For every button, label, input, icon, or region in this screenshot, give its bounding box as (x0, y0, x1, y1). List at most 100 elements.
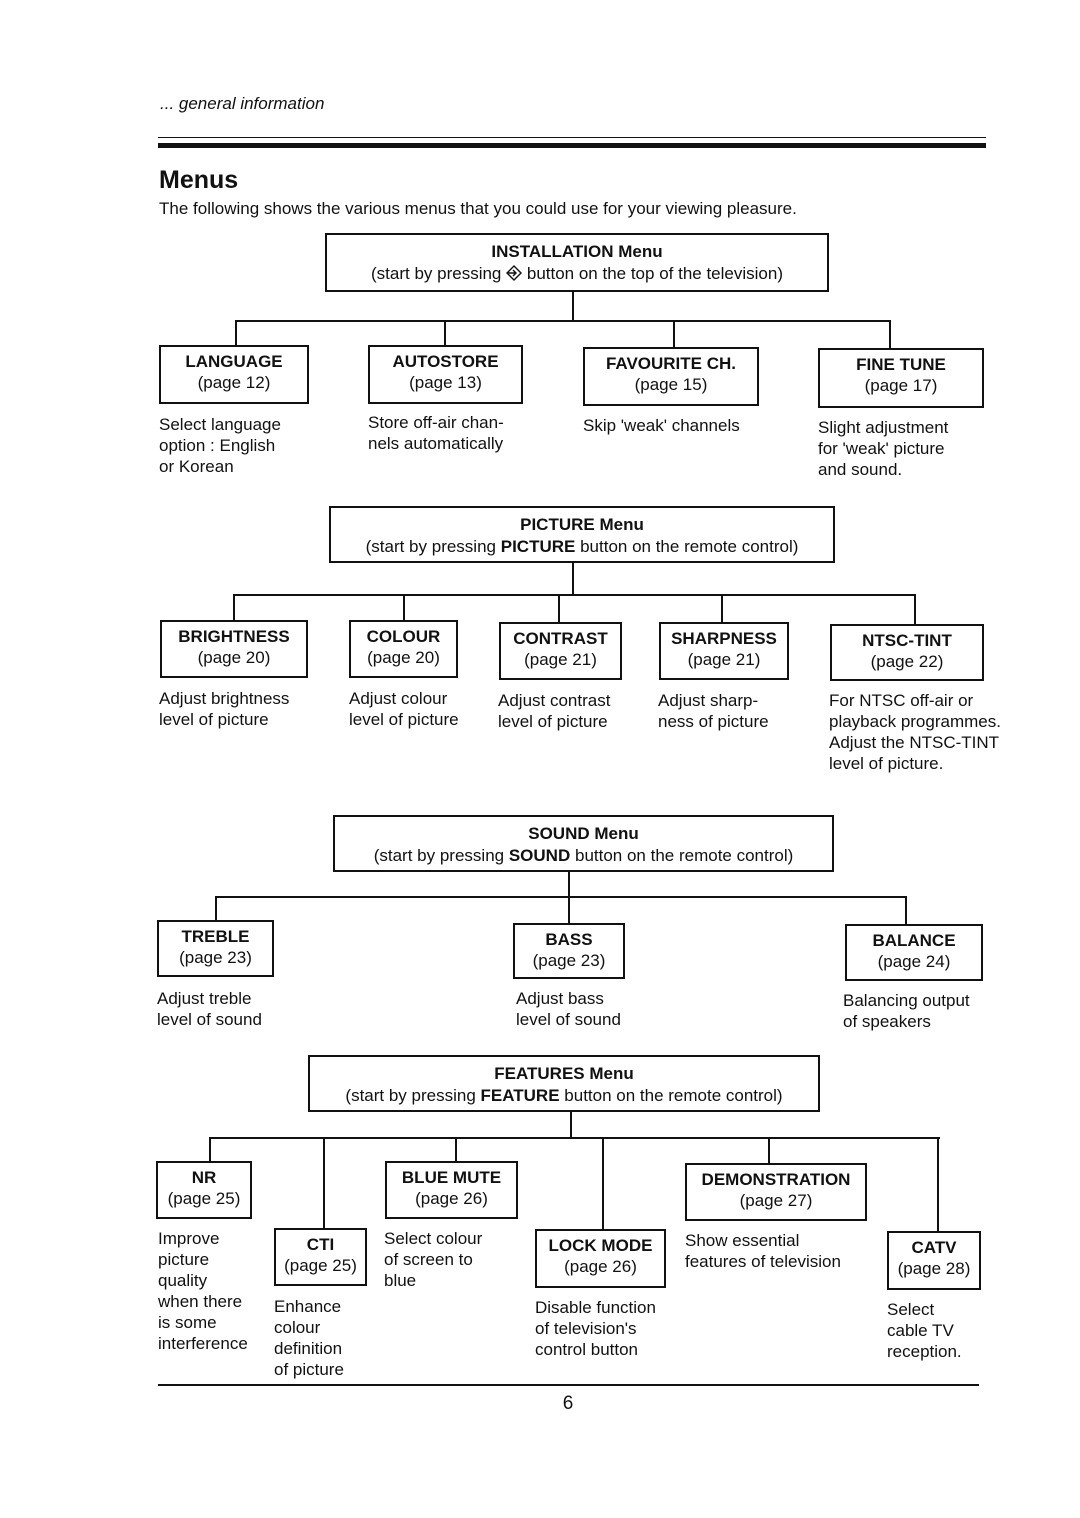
installation-menu-box: INSTALLATION Menu (start by pressing but… (325, 233, 829, 292)
item-desc-balance: Balancing output of speakers (843, 990, 970, 1032)
installation-menu-pre: (start by pressing (371, 264, 502, 283)
item-page: (page 15) (634, 375, 708, 394)
picture-menu-box: PICTURE Menu (start by pressing PICTURE … (329, 506, 835, 563)
sound-menu-box: SOUND Menu (start by pressing SOUND butt… (333, 815, 834, 872)
item-page: (page 22) (870, 652, 944, 671)
desc-line: picture (158, 1250, 210, 1269)
menu-item-catv: CATV (page 28) (887, 1231, 981, 1290)
desc-line: level of picture (159, 710, 269, 729)
running-header: ... general information (160, 94, 325, 113)
desc-line: Adjust bass (516, 989, 604, 1008)
intro-text: The following shows the various menus th… (159, 199, 797, 218)
menu-item-treble: TREBLE (page 23) (157, 920, 274, 977)
features-menu-button: FEATURE (480, 1086, 560, 1105)
connector (568, 871, 570, 925)
menu-item-brightness: BRIGHTNESS (page 20) (160, 620, 308, 678)
desc-line: Adjust treble (157, 989, 252, 1008)
item-desc-fine-tune: Slight adjustment for 'weak' picture and… (818, 417, 948, 480)
desc-line: option : English (159, 436, 276, 455)
connector (937, 1137, 939, 1233)
desc-line: reception. (887, 1342, 962, 1361)
connector (323, 1137, 325, 1229)
item-desc-ntsc-tint: For NTSC off-air or playback programmes.… (829, 690, 1001, 774)
item-name: NTSC-TINT (862, 631, 952, 650)
connector (572, 562, 574, 595)
item-name: SHARPNESS (671, 629, 777, 648)
desc-line: definition (274, 1339, 343, 1358)
desc-line: Adjust the NTSC-TINT (829, 733, 1000, 752)
desc-line: of television's (535, 1319, 637, 1338)
menu-item-autostore: AUTOSTORE (page 13) (368, 345, 523, 404)
desc-line: for 'weak' picture (818, 439, 945, 458)
desc-line: level of sound (157, 1010, 262, 1029)
item-name: BASS (545, 930, 593, 949)
item-page: (page 17) (864, 376, 938, 395)
menu-item-language: LANGUAGE (page 12) (159, 345, 309, 404)
item-name: TREBLE (181, 927, 250, 946)
desc-line: Store off-air chan- (368, 413, 504, 432)
item-page: (page 20) (197, 648, 271, 667)
desc-line: quality (158, 1271, 208, 1290)
item-page: (page 20) (367, 648, 440, 667)
item-name: LOCK MODE (548, 1236, 653, 1255)
connector (570, 1111, 572, 1139)
item-name: LANGUAGE (185, 352, 283, 371)
footer-rule (158, 1384, 979, 1386)
connector (905, 896, 907, 925)
section-title: Menus (159, 166, 239, 194)
desc-line: Show essential (685, 1231, 800, 1250)
item-desc-sharpness: Adjust sharp- ness of picture (658, 690, 769, 732)
header-rule-thin (158, 137, 986, 138)
item-desc-contrast: Adjust contrast level of picture (498, 690, 610, 732)
connector (768, 1137, 770, 1165)
desc-line: Balancing output (843, 991, 970, 1010)
item-page: (page 26) (415, 1189, 488, 1208)
item-page: (page 13) (409, 373, 482, 392)
desc-line: nels automatically (368, 434, 504, 453)
desc-line: interference (158, 1334, 248, 1353)
features-menu-post: button on the remote control) (564, 1086, 783, 1105)
connector (235, 320, 237, 346)
desc-line: Improve (158, 1229, 220, 1248)
desc-line: playback programmes. (829, 712, 1001, 731)
desc-line: Slight adjustment (818, 418, 949, 437)
menu-item-balance: BALANCE (page 24) (845, 924, 983, 981)
item-desc-cti: Enhance colour definition of picture (274, 1296, 344, 1380)
item-page: (page 25) (167, 1189, 241, 1208)
picture-menu-title: PICTURE Menu (520, 515, 644, 534)
desc-line: Disable function (535, 1298, 656, 1317)
item-desc-language: Select language option : English or Kore… (159, 414, 281, 477)
item-name: NR (191, 1168, 217, 1187)
item-name: BALANCE (872, 931, 956, 950)
item-name: CTI (306, 1235, 335, 1254)
menu-item-nr: NR (page 25) (156, 1161, 252, 1219)
menu-item-blue-mute: BLUE MUTE (page 26) (385, 1161, 518, 1219)
desc-line: features of television (685, 1252, 841, 1271)
item-name: AUTOSTORE (392, 352, 499, 371)
page-number: 6 (562, 1393, 574, 1414)
desc-line: colour (274, 1318, 321, 1337)
desc-line: ness of picture (658, 712, 769, 731)
connector (209, 1137, 211, 1163)
installation-menu-post: button on the top of the television) (526, 264, 783, 283)
item-name: FINE TUNE (856, 355, 946, 374)
item-desc-brightness: Adjust brightness level of picture (159, 688, 289, 730)
picture-menu-post: button on the remote control) (580, 537, 799, 556)
sound-menu-title: SOUND Menu (528, 824, 639, 843)
desc-line: Adjust sharp- (658, 691, 759, 710)
desc-line: Adjust brightness (159, 689, 290, 708)
item-name: COLOUR (366, 627, 441, 646)
item-name: BRIGHTNESS (178, 627, 290, 646)
connector (215, 896, 907, 898)
sound-menu-post: button on the remote control) (574, 846, 794, 865)
connector (455, 1137, 457, 1163)
desc-line: Select colour (384, 1229, 483, 1248)
item-name: DEMONSTRATION (701, 1170, 851, 1189)
item-desc-catv: Select cable TV reception. (887, 1299, 962, 1362)
desc-line: Skip 'weak' channels (583, 416, 740, 435)
item-page: (page 28) (897, 1259, 971, 1278)
menu-item-sharpness: SHARPNESS (page 21) (659, 622, 789, 680)
menu-item-bass: BASS (page 23) (513, 923, 625, 979)
connector (233, 594, 916, 596)
connector (444, 320, 446, 346)
